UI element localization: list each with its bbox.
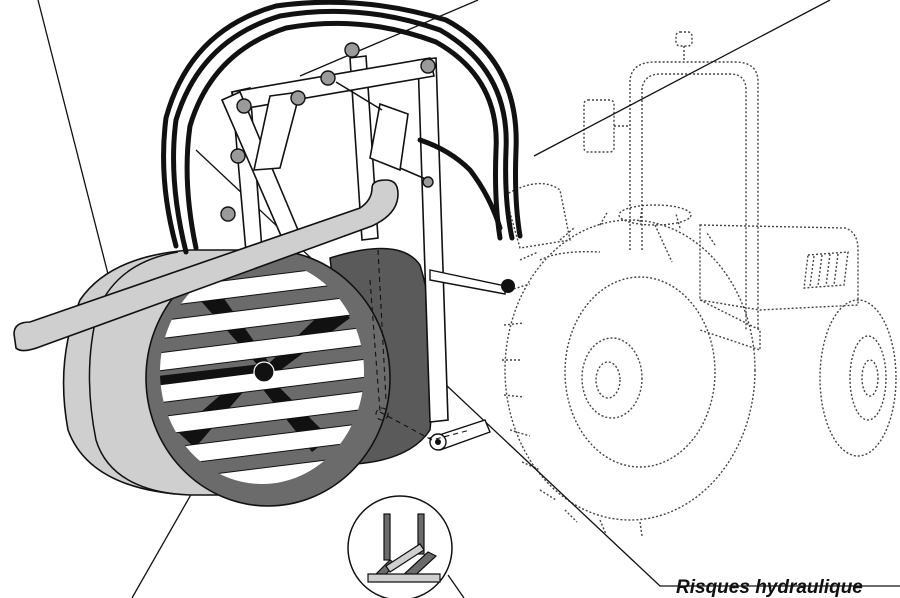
tractor-mirror <box>583 99 615 153</box>
hydraulic-cylinder-left <box>252 91 302 171</box>
tractor-front-wheel-hub <box>849 335 887 421</box>
tractor-cab-frame <box>629 61 759 330</box>
tractor-front-wheel <box>819 299 897 457</box>
hydraulic-hose-1 <box>171 8 515 255</box>
magnifier-detail <box>347 495 453 598</box>
pivot-pins <box>220 42 436 222</box>
tractor-cab-frame-inner <box>641 73 747 330</box>
fan-hub <box>253 361 275 383</box>
tractor-hood <box>699 224 859 311</box>
tractor-rear-wheel <box>504 219 756 521</box>
tractor <box>502 31 897 537</box>
hydraulic-risk-label: Risques hydraulique <box>676 577 863 598</box>
leader-line-top-right <box>533 0 831 157</box>
linkage-ball <box>501 279 515 293</box>
tractor-steering-wheel <box>618 204 692 226</box>
linkage-arm <box>429 269 506 295</box>
pallet-fork-icon <box>367 513 441 583</box>
magnifier-circle <box>347 495 453 598</box>
fan-drum-band <box>88 251 179 495</box>
leader-line-top-center <box>299 0 479 77</box>
leader-line-bottom-center <box>447 574 465 598</box>
fan-handle-bar <box>13 179 399 352</box>
hydraulic-hose-3 <box>161 0 523 249</box>
tractor-steering-column <box>654 224 673 263</box>
fan-unit <box>62 247 435 507</box>
hydraulic-hose-2 <box>184 20 503 251</box>
tractor-rear-wheel-hub <box>581 337 643 419</box>
leader-line-top-left <box>37 0 109 275</box>
mast-top-beam <box>231 57 435 111</box>
tractor-rear-wheel-rim <box>564 276 716 468</box>
hidden-lines <box>369 249 471 441</box>
hydraulic-hose-4 <box>417 137 503 231</box>
tractor-grille <box>803 251 849 289</box>
tractor-seat <box>504 182 571 249</box>
tractor-tread <box>502 207 716 537</box>
hydraulic-cylinder-right <box>369 102 409 172</box>
tractor-beacon <box>675 31 693 47</box>
hydraulic-hoses <box>161 0 523 255</box>
